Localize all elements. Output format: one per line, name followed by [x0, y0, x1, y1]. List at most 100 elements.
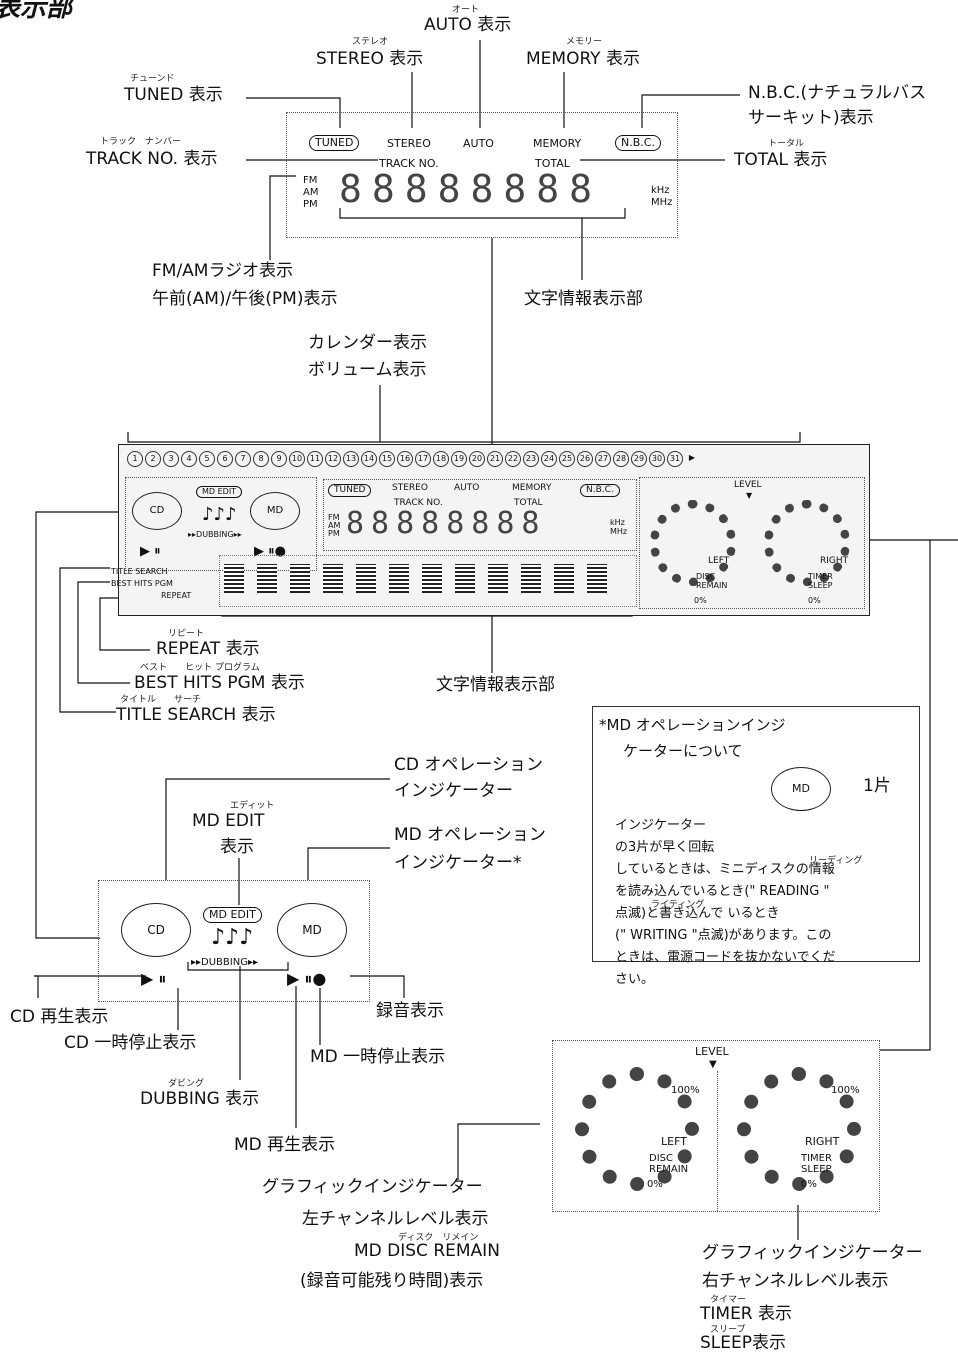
calendar-day: 29 [631, 451, 647, 467]
md-disc-icon-note: MD [771, 767, 831, 811]
best-ruby: ベスト ヒット プログラム [140, 663, 260, 673]
left-label-large: LEFT [661, 1135, 687, 1148]
dubbing-indicator: ▸▸DUBBING▸▸ [188, 530, 242, 539]
disc-remain-label-large: DISC REMAIN [649, 1153, 689, 1175]
hundred-right: 100% [831, 1085, 860, 1096]
track-no-indicator-small: TRACK NO. [394, 498, 443, 508]
calendar-day: 6 [217, 451, 233, 467]
auto-indicator: AUTO [463, 137, 494, 150]
graph-right-label-3: TIMER 表示 [700, 1304, 793, 1324]
calendar-label-2: ボリューム表示 [308, 360, 427, 380]
note-line: 点滅)と書き込んで いるとき [615, 906, 780, 921]
nbc-indicator-small: N.B.C. [580, 484, 620, 497]
md-op-label-2: インジケーター* [394, 853, 522, 873]
cd-op-label-1: CD オペレーション [394, 755, 544, 775]
calendar-day: 3 [163, 451, 179, 467]
nbc-label-1: N.B.C.(ナチュラルバス [748, 83, 927, 103]
level-label-large: LEVEL [695, 1045, 729, 1058]
calendar-day: 22 [505, 451, 521, 467]
zero-right: 0% [808, 596, 821, 605]
calendar-day: 7 [235, 451, 251, 467]
radio-label-1: FM/AMラジオ表示 [152, 261, 294, 281]
title-search-ruby: タイトル サーチ [120, 695, 202, 705]
md-edit-indicator-large: MD EDIT [203, 907, 262, 923]
memory-indicator: MEMORY [533, 137, 582, 150]
segment-digits: 88888888 [339, 167, 603, 211]
disc-remain-label: DISC REMAIN [696, 572, 728, 590]
best-label: BEST HITS PGM 表示 [134, 673, 305, 693]
track-label: TRACK NO. 表示 [86, 149, 218, 169]
repeat-ruby: リピート [168, 629, 205, 639]
right-label: RIGHT [820, 556, 849, 566]
dubbing-indicator-large: ▸▸DUBBING▸▸ [191, 957, 258, 968]
tuned-indicator: TUNED [309, 135, 360, 151]
graph-left-label-4: (録音可能残り時間)表示 [300, 1271, 484, 1291]
calendar-arrow-icon: ▶ [688, 453, 696, 462]
calendar-day: 9 [271, 451, 287, 467]
khz-unit: kHz [651, 185, 670, 196]
panel-divider [717, 1071, 718, 1211]
total-indicator: TOTAL [535, 157, 570, 170]
rec-label: 録音表示 [376, 1001, 444, 1021]
memory-indicator-small: MEMORY [512, 483, 552, 493]
calendar-day: 4 [181, 451, 197, 467]
stereo-indicator: STEREO [387, 137, 431, 150]
calendar-day: 10 [289, 451, 305, 467]
md-indicator-note: *MD オペレーションインジ ケーターについて MD 1片 インジケーター の3… [592, 706, 920, 987]
calendar-day: 16 [397, 451, 413, 467]
note-line: インジケーター [615, 818, 707, 833]
calendar-day: 11 [307, 451, 323, 467]
calendar-day: 28 [613, 451, 629, 467]
piece-label: 1片 [863, 776, 891, 796]
note-title-1: *MD オペレーションインジ [599, 716, 786, 734]
zero-left: 0% [694, 596, 707, 605]
nbc-indicator: N.B.C. [615, 135, 661, 151]
best-hits-indicator: BEST HITS PGM [111, 579, 173, 588]
timer-sleep-label-large: TIMER SLEEP [801, 1153, 832, 1175]
full-display-panel: 1 2 3 4 5 6 7 8 9 10 11 12 13 14 15 16 1… [111, 444, 870, 616]
calendar-day: 12 [325, 451, 341, 467]
calendar-day: 24 [541, 451, 557, 467]
cd-op-label-2: インジケーター [394, 781, 513, 801]
calendar-day: 18 [433, 451, 449, 467]
md-disc-icon-large: MD [277, 903, 347, 957]
note-line: (" WRITING "点滅)があります。この [615, 928, 832, 943]
zero-left-large: 0% [647, 1179, 663, 1190]
graph-left-label-1: グラフィックインジケーター [262, 1177, 483, 1197]
radio-label-2: 午前(AM)/午後(PM)表示 [152, 289, 338, 309]
level-meter-section: LEVEL ▼ LEFT RIGHT DISC REMAIN TIMER SLE… [639, 477, 865, 609]
calendar-day: 19 [451, 451, 467, 467]
writing-ruby: ライティング [651, 900, 705, 910]
md-disc-icon: MD [250, 492, 300, 530]
repeat-indicator: REPEAT [161, 591, 192, 600]
calendar-day: 31 [667, 451, 683, 467]
cd-pause-label: CD 一時停止表示 [64, 1033, 197, 1053]
zero-right-large: 0% [801, 1179, 817, 1190]
matrix-chars [224, 564, 607, 593]
total-indicator-small: TOTAL [514, 498, 543, 508]
mini-display: TUNED STEREO AUTO MEMORY N.B.C. TRACK NO… [323, 479, 637, 551]
calendar-day: 15 [379, 451, 395, 467]
memory-ruby: メモリー [566, 37, 603, 47]
calendar-day: 13 [343, 451, 359, 467]
pm-indicator: PM [303, 199, 318, 210]
calendar-day: 23 [523, 451, 539, 467]
music-notes-icon: ♪♪♪ [202, 504, 237, 525]
tuned-indicator-small: TUNED [328, 484, 372, 497]
calendar-day: 14 [361, 451, 377, 467]
mhz-unit: MHz [651, 197, 673, 208]
stereo-indicator-small: STEREO [392, 483, 428, 493]
md-pause-label: MD 一時停止表示 [310, 1047, 446, 1067]
note-title-2: ケーターについて [623, 742, 743, 760]
note-line: ときは、電源コードを抜かないでくだ [615, 950, 836, 965]
text-area-label-top: 文字情報表示部 [524, 289, 643, 309]
stereo-label: STEREO 表示 [316, 49, 424, 69]
calendar-day: 30 [649, 451, 665, 467]
fm-indicator: FM [303, 175, 318, 186]
stereo-ruby: ステレオ [352, 37, 389, 47]
timer-sleep-label: TIMER SLEEP [808, 572, 833, 590]
am-indicator: AM [303, 187, 319, 198]
sleep-ruby: スリープ [710, 1325, 746, 1335]
